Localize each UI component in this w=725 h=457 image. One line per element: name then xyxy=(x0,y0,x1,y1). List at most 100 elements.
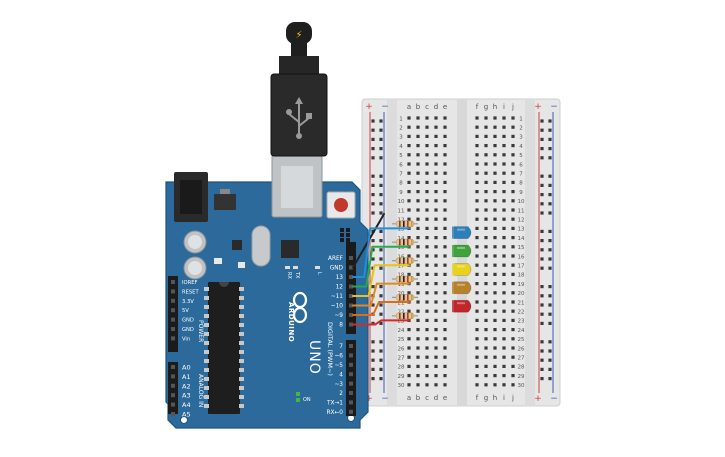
chip-pin xyxy=(204,359,209,363)
breadboard-hole xyxy=(493,236,497,240)
breadboard-hole xyxy=(493,254,497,258)
led-blue[interactable] xyxy=(453,226,472,239)
breadboard-hole xyxy=(407,162,411,166)
header-pin[interactable] xyxy=(349,400,353,405)
breadboard-hole xyxy=(416,355,420,359)
breadboard-hole xyxy=(434,337,438,341)
breadboard-hole xyxy=(493,291,497,295)
digital-header-lower[interactable] xyxy=(346,340,356,416)
led-orange[interactable] xyxy=(453,281,472,295)
breadboard-hole xyxy=(475,125,479,129)
header-pin[interactable] xyxy=(349,391,353,395)
arduino-uno-board[interactable]: RX TX L ARDUINO UNO IOREFRESET3.3V5VGNDG… xyxy=(165,154,369,429)
breadboard-hole xyxy=(425,125,429,129)
breadboard-hole xyxy=(425,291,429,295)
breadboard-hole xyxy=(407,171,411,175)
header-pin[interactable] xyxy=(349,344,353,348)
header-pin[interactable] xyxy=(171,383,175,388)
breadboard-hole xyxy=(475,226,479,230)
column-letter-j: j xyxy=(511,103,514,111)
header-pin[interactable] xyxy=(171,402,175,407)
breadboard-hole xyxy=(425,199,429,203)
resistor-band xyxy=(411,257,413,264)
header-pin[interactable] xyxy=(349,322,353,327)
breadboard-hole xyxy=(434,236,438,240)
header-pin[interactable] xyxy=(349,275,353,279)
header-pin[interactable] xyxy=(349,362,353,367)
rail-hole xyxy=(379,156,383,160)
breadboard-hole xyxy=(443,208,447,212)
rail-hole xyxy=(371,202,375,206)
breadboard-hole xyxy=(416,144,420,148)
column-letter-c: c xyxy=(425,394,429,402)
header-pin[interactable] xyxy=(349,256,353,260)
rail-hole xyxy=(379,257,383,261)
analog-section-label: ANALOG IN xyxy=(197,374,204,407)
header-pin[interactable] xyxy=(349,303,353,308)
led-red[interactable] xyxy=(453,299,472,313)
header-pin[interactable] xyxy=(349,409,353,414)
header-pin[interactable] xyxy=(349,313,353,317)
power-header[interactable] xyxy=(168,276,178,352)
resistor-band xyxy=(399,220,401,227)
row-number: 28 xyxy=(398,365,405,371)
header-pin[interactable] xyxy=(349,284,353,289)
header-pin[interactable] xyxy=(171,308,175,313)
resistor-band xyxy=(411,312,413,319)
smd-component xyxy=(238,262,245,268)
jumper-wire-11[interactable] xyxy=(352,264,410,297)
header-pin[interactable] xyxy=(171,317,175,322)
breadboard-hole xyxy=(434,226,438,230)
arduino-logo xyxy=(292,291,308,324)
header-pin[interactable] xyxy=(171,412,175,416)
breadboard-hole xyxy=(443,328,447,332)
breadboard-hole xyxy=(443,263,447,267)
header-pin[interactable] xyxy=(171,327,175,331)
jumper-wire-10[interactable] xyxy=(352,282,410,307)
header-pin[interactable] xyxy=(171,374,175,379)
reset-button-cap[interactable] xyxy=(334,198,348,212)
led-green[interactable] xyxy=(453,244,472,258)
row-number: 17 xyxy=(518,264,525,270)
breadboard-hole xyxy=(407,208,411,212)
breadboard-hole xyxy=(511,125,515,129)
rail-hole xyxy=(548,211,552,215)
header-pin[interactable] xyxy=(349,294,353,298)
jumper-wire-8[interactable] xyxy=(352,319,410,326)
breadboard-hole xyxy=(443,199,447,203)
header-pin[interactable] xyxy=(349,372,353,377)
header-pin[interactable] xyxy=(171,393,175,398)
row-number: 8 xyxy=(519,181,523,187)
breadboard-hole xyxy=(484,309,488,313)
led-yellow[interactable] xyxy=(453,263,472,276)
breadboard-hole xyxy=(425,355,429,359)
header-pin[interactable] xyxy=(171,298,175,303)
jumper-wire-9[interactable] xyxy=(352,301,410,316)
breadboard-hole xyxy=(434,309,438,313)
voltage-regulator xyxy=(214,194,236,210)
breadboard-hole xyxy=(434,318,438,322)
breadboard-hole xyxy=(475,208,479,212)
breadboard-hole xyxy=(511,236,515,240)
arduino-brand-text: ARDUINO xyxy=(287,302,295,342)
breadboard-hole xyxy=(434,272,438,276)
jumper-wire-12[interactable] xyxy=(352,245,410,288)
breadboard-hole xyxy=(511,254,515,258)
breadboard-hole xyxy=(502,171,506,175)
header-pin[interactable] xyxy=(171,280,175,284)
breadboard-hole xyxy=(475,355,479,359)
header-pin[interactable] xyxy=(349,265,353,270)
header-pin[interactable] xyxy=(349,381,353,386)
chip-pin xyxy=(204,332,209,336)
row-number: 13 xyxy=(518,227,525,233)
jumper-wire-13[interactable] xyxy=(352,227,410,278)
breadboard-hole xyxy=(407,355,411,359)
analog-header[interactable] xyxy=(168,362,178,414)
breadboard-hole xyxy=(475,282,479,286)
breadboard-hole xyxy=(425,162,429,166)
header-pin[interactable] xyxy=(349,353,353,358)
header-pin[interactable] xyxy=(171,365,175,369)
usb-cable[interactable]: ⚡ xyxy=(270,22,328,157)
header-pin[interactable] xyxy=(171,289,175,294)
header-pin[interactable] xyxy=(171,336,175,341)
